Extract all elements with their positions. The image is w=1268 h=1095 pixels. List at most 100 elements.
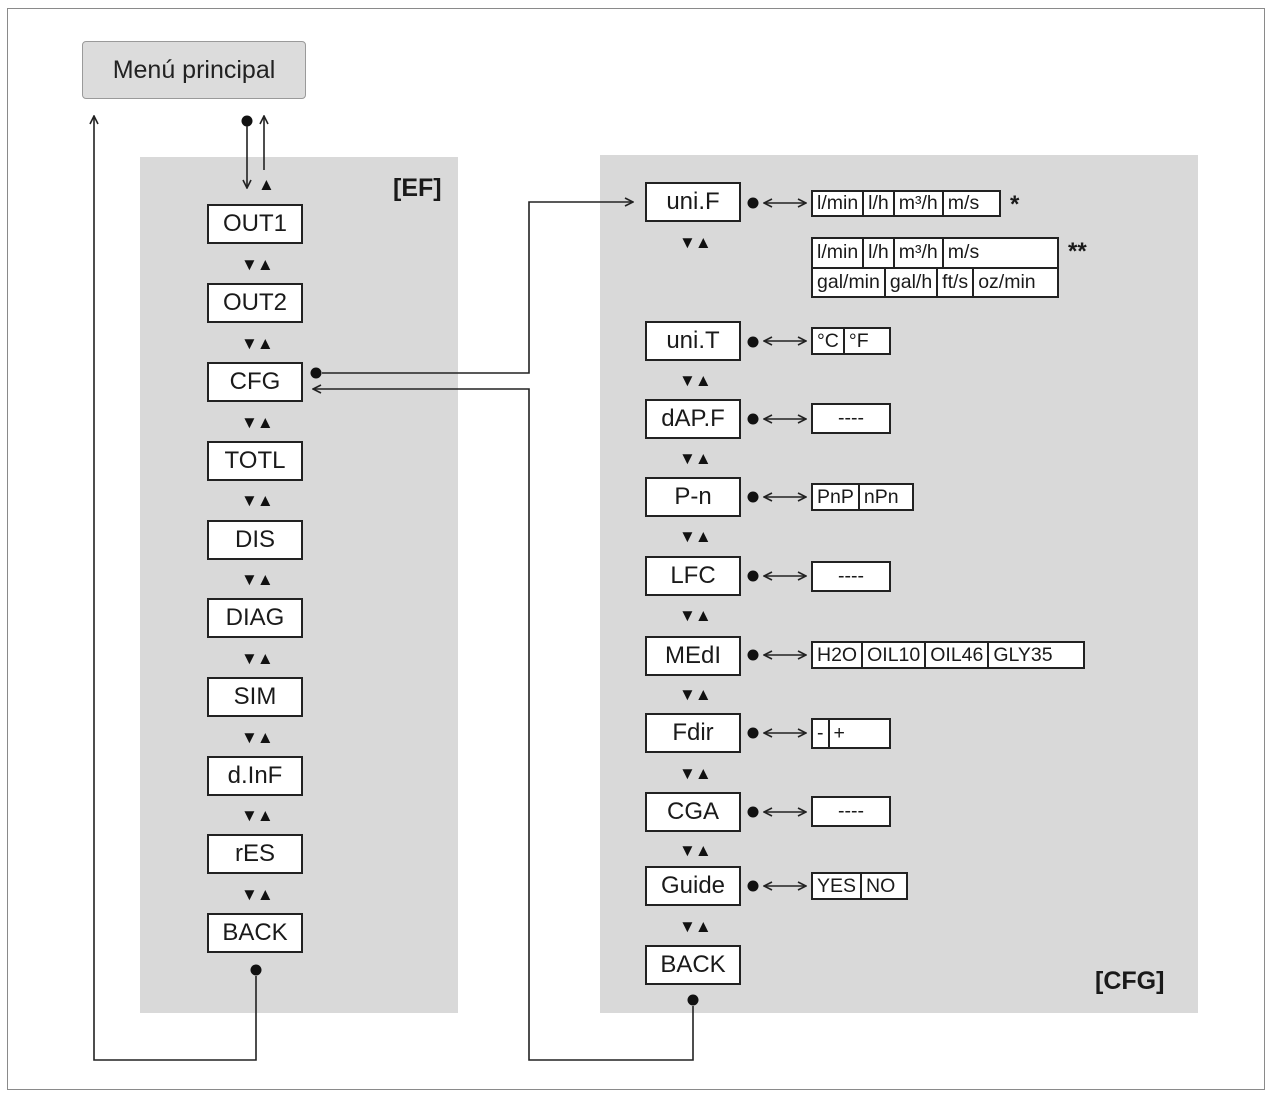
unit-connector bbox=[747, 337, 807, 348]
nav-updown-icon: ▼▲ bbox=[679, 233, 712, 252]
cfg-node-medi[interactable]: MEdI bbox=[645, 636, 741, 676]
option-cell[interactable]: OIL46 bbox=[924, 643, 987, 667]
option-cell[interactable]: l/h bbox=[862, 239, 893, 267]
option-cell[interactable]: m³/h bbox=[892, 239, 942, 267]
option-cell[interactable]: gal/h bbox=[883, 268, 936, 296]
nav-updown-icon: ▼▲ bbox=[241, 728, 274, 747]
nav-updown-icon: ▼▲ bbox=[241, 255, 274, 274]
ef-node-out1[interactable]: OUT1 bbox=[207, 204, 303, 244]
option-cell[interactable]: ---- bbox=[838, 800, 864, 822]
cfg-node-back[interactable]: BACK bbox=[645, 945, 741, 985]
nav-updown-icon: ▼▲ bbox=[679, 685, 712, 704]
option-cell[interactable]: gal/min bbox=[817, 270, 880, 293]
nav-updown-icon: ▼▲ bbox=[679, 764, 712, 783]
nav-updown-icon: ▼▲ bbox=[679, 371, 712, 390]
option-cell[interactable]: m³/h bbox=[892, 192, 942, 215]
option-cell[interactable]: PnP bbox=[817, 485, 854, 508]
ef-node-dis[interactable]: DIS bbox=[207, 520, 303, 560]
ef-node-sim[interactable]: SIM bbox=[207, 677, 303, 717]
footnote-marker: ** bbox=[1068, 238, 1087, 265]
option-cell[interactable]: YES bbox=[817, 874, 857, 897]
cfg-node-pn[interactable]: P-n bbox=[645, 477, 741, 517]
cfg-panel-label: [CFG] bbox=[1095, 967, 1165, 995]
cfg-node-lfc[interactable]: LFC bbox=[645, 556, 741, 596]
option-cell[interactable]: ---- bbox=[838, 565, 864, 587]
nav-updown-icon: ▼▲ bbox=[679, 606, 712, 625]
unif-connector bbox=[747, 197, 807, 209]
nav-updown-icon: ▼▲ bbox=[241, 413, 274, 432]
ef-node-dinf[interactable]: d.InF bbox=[207, 756, 303, 796]
option-cell[interactable]: °C bbox=[817, 329, 839, 352]
guide-connector bbox=[747, 880, 807, 892]
cfg-node-unit[interactable]: uni.T bbox=[645, 321, 741, 361]
cfg-node-dapf[interactable]: dAP.F bbox=[645, 399, 741, 439]
option-cell[interactable]: nPn bbox=[857, 485, 903, 509]
cfg-node-unif[interactable]: uni.F bbox=[645, 182, 741, 222]
nav-updown-icon: ▼▲ bbox=[241, 806, 274, 825]
option-grid-fdir[interactable]: -+ bbox=[811, 718, 891, 749]
option-cell[interactable]: l/min bbox=[817, 241, 859, 264]
pn-connector bbox=[747, 491, 807, 503]
option-grid-lfc[interactable]: ---- bbox=[811, 561, 891, 592]
dapf-connector bbox=[747, 413, 807, 425]
nav-updown-icon: ▼▲ bbox=[241, 334, 274, 353]
option-grid-cga[interactable]: ---- bbox=[811, 796, 891, 827]
cfg-back-dot-icon bbox=[687, 994, 699, 1006]
option-row: ---- bbox=[813, 563, 889, 590]
ef-node-res[interactable]: rES bbox=[207, 834, 303, 874]
option-cell[interactable]: GLY35 bbox=[987, 643, 1056, 667]
option-cell[interactable]: °F bbox=[842, 329, 873, 353]
option-cell[interactable]: OIL10 bbox=[861, 643, 924, 667]
option-cell[interactable]: NO bbox=[860, 874, 899, 898]
back-dot-icon bbox=[250, 964, 262, 976]
nav-updown-icon: ▼▲ bbox=[679, 527, 712, 546]
cfg-dot-icon bbox=[310, 367, 322, 379]
main-menu-box[interactable]: Menú principal bbox=[82, 41, 306, 99]
ef-node-cfg[interactable]: CFG bbox=[207, 362, 303, 402]
nav-updown-icon: ▼▲ bbox=[679, 449, 712, 468]
option-cell[interactable]: + bbox=[827, 720, 849, 747]
cfg-node-cga[interactable]: CGA bbox=[645, 792, 741, 832]
option-cell[interactable]: ---- bbox=[838, 407, 864, 429]
nav-updown-icon: ▼▲ bbox=[241, 570, 274, 589]
option-row: -+ bbox=[813, 720, 889, 747]
option-cell[interactable]: H2O bbox=[817, 643, 858, 666]
option-cell[interactable]: - bbox=[817, 722, 824, 744]
option-grid-dapf[interactable]: ---- bbox=[811, 403, 891, 434]
entry-dot-icon bbox=[241, 115, 253, 127]
nav-updown-icon: ▼▲ bbox=[241, 491, 274, 510]
nav-updown-icon: ▼▲ bbox=[241, 649, 274, 668]
ef-panel-label: [EF] bbox=[393, 174, 442, 202]
cfg-back-return-line bbox=[313, 389, 694, 1061]
cfg-node-guide[interactable]: Guide bbox=[645, 866, 741, 906]
option-grid-unit[interactable]: °C°F bbox=[811, 327, 891, 355]
medi-connector bbox=[747, 649, 807, 661]
option-cell[interactable]: m/s bbox=[941, 239, 983, 267]
ef-node-diag[interactable]: DIAG bbox=[207, 598, 303, 638]
ef-node-back[interactable]: BACK bbox=[207, 913, 303, 953]
option-cell[interactable]: m/s bbox=[941, 192, 983, 215]
option-cell[interactable]: l/min bbox=[817, 192, 859, 214]
ef-node-out2[interactable]: OUT2 bbox=[207, 283, 303, 323]
option-cell[interactable]: oz/min bbox=[972, 268, 1039, 296]
cfg-node-fdir[interactable]: Fdir bbox=[645, 713, 741, 753]
cfg-enter-line bbox=[322, 202, 633, 374]
nav-updown-icon: ▼▲ bbox=[241, 885, 274, 904]
nav-up-icon: ▲ bbox=[258, 175, 275, 194]
option-cell[interactable]: ft/s bbox=[936, 268, 972, 296]
cga-connector bbox=[747, 806, 807, 818]
option-cell[interactable]: l/h bbox=[862, 192, 893, 215]
ef-node-totl[interactable]: TOTL bbox=[207, 441, 303, 481]
